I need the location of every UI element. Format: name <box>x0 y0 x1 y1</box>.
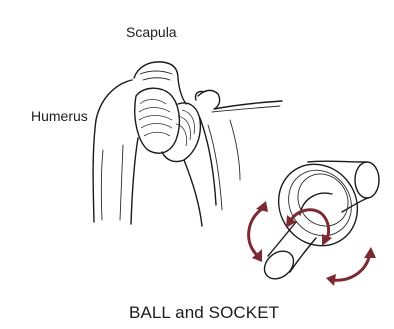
humerus-shaft <box>93 120 96 222</box>
caption-ball-and-socket: BALL and SOCKET <box>129 303 279 323</box>
shoulder-illustration <box>93 62 282 226</box>
shaft-end <box>259 246 299 285</box>
humerus-label: Humerus <box>31 108 88 124</box>
socket-ring <box>263 149 373 261</box>
rotation-arrow-left <box>249 209 262 256</box>
humeral-head <box>135 88 180 153</box>
scapula-label: Scapula <box>126 24 177 40</box>
ball-socket-model <box>259 149 379 285</box>
scapula-outline <box>134 62 186 104</box>
